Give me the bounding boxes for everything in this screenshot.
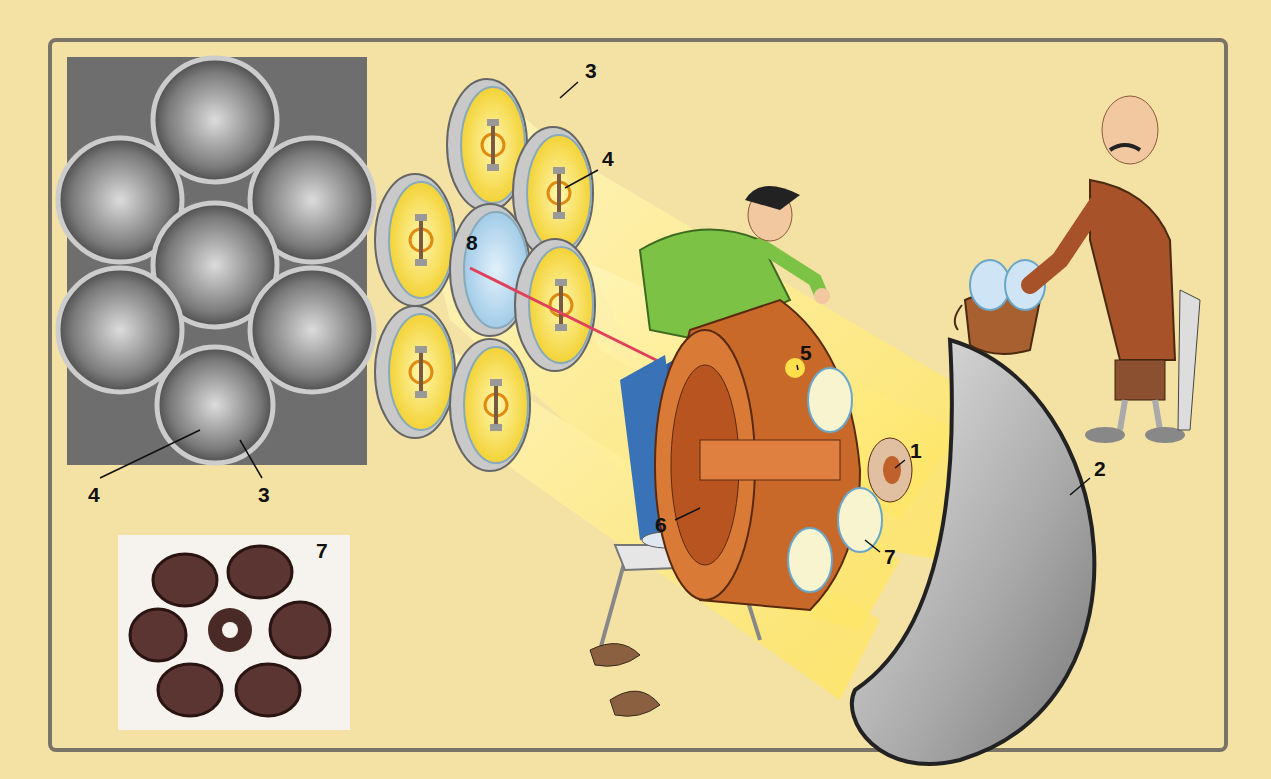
hemisphere-reflector	[852, 340, 1094, 764]
callout-number: 3	[585, 60, 597, 81]
callout-number: 6	[655, 514, 667, 535]
leader-lines	[560, 82, 1090, 552]
leader-line	[240, 440, 262, 478]
callout-number: 8	[466, 232, 478, 253]
mirror-array-photo	[58, 57, 374, 465]
callout-number: 2	[1094, 458, 1106, 479]
lamp-cluster-photo	[118, 535, 350, 730]
callout-number: 5	[800, 342, 812, 363]
callout-number: 4	[88, 484, 100, 505]
callout-number: 7	[884, 546, 896, 567]
callout-number: 1	[910, 440, 922, 461]
callout-number: 7	[316, 540, 328, 561]
laser-ray	[470, 268, 660, 362]
laser-head	[655, 300, 912, 610]
leader-line	[100, 430, 200, 478]
callout-number: 4	[602, 148, 614, 169]
callout-number: 3	[258, 484, 270, 505]
professor-figure	[955, 96, 1200, 443]
